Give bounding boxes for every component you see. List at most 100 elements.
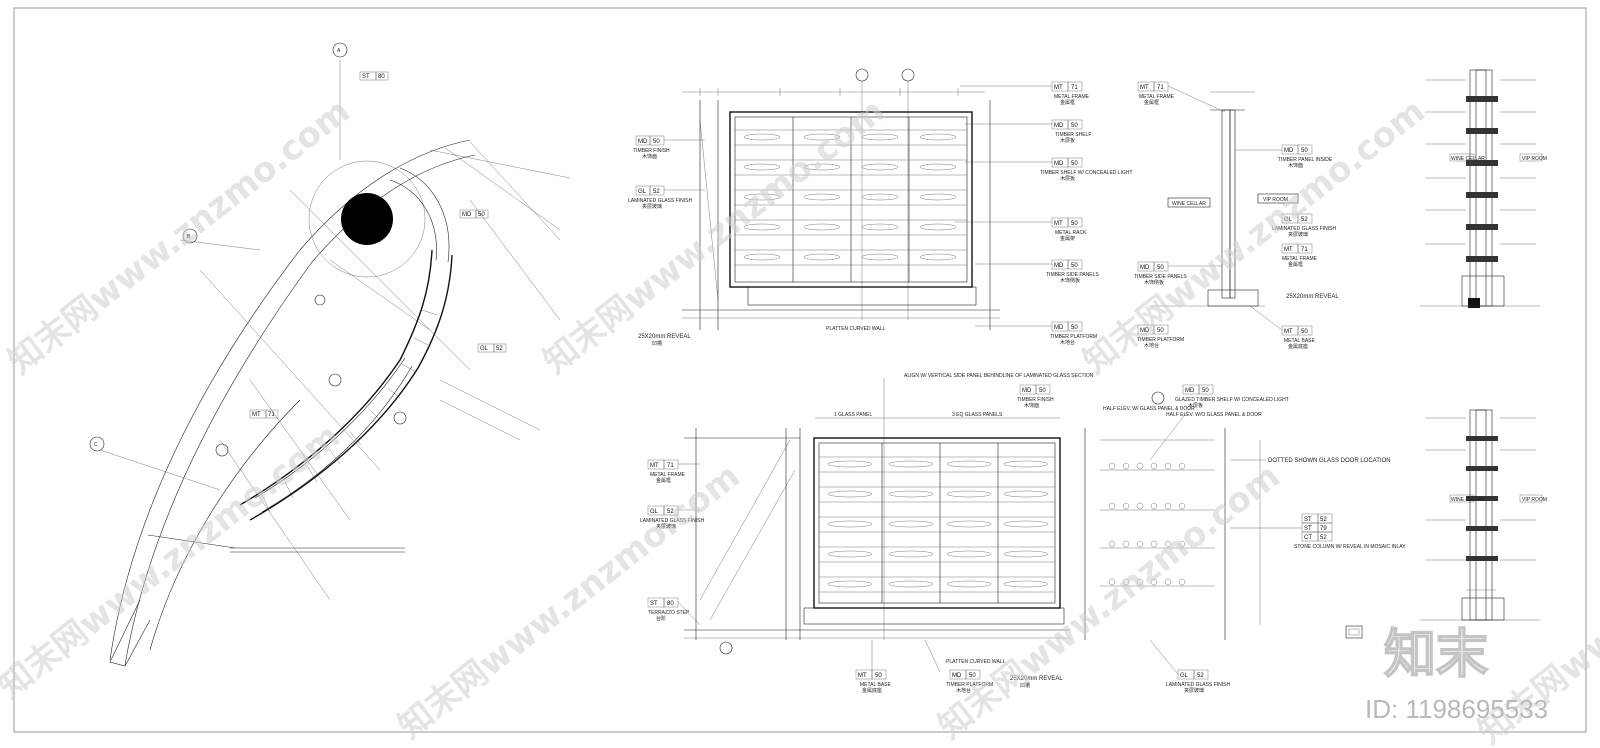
tag-label-cn: 木地台: [956, 687, 971, 694]
svg-text:C: C: [94, 442, 98, 448]
tag-num: 52: [1197, 673, 1204, 679]
tag-code: ST: [1304, 517, 1312, 523]
svg-text:A: A: [337, 48, 341, 54]
tag-num: 50: [1157, 328, 1164, 334]
reveal-label: 25X20mm REVEAL: [638, 334, 691, 340]
tag-label: TERRAZZO STEP: [648, 610, 690, 616]
tag-label: TIMBER SHELF W/ CONCEALED LIGHT: [1040, 170, 1133, 176]
watermark-text: 知末网www.znzmo.com: [391, 456, 748, 747]
tag-label: LAMINATED GLASS FINISH: [640, 518, 704, 524]
tag-label: TIMBER SHELF: [1055, 132, 1091, 138]
tag-num: 50: [1301, 329, 1308, 335]
tag-num: 50: [1157, 265, 1164, 271]
tag-label-cn: 金属框: [1060, 99, 1075, 106]
tag-code: MT: [1054, 221, 1063, 227]
tag-num: 50: [1202, 388, 1209, 394]
plan-tag-num: 50: [478, 212, 485, 218]
reveal-label-cn: 凹槽: [1020, 682, 1030, 689]
tag-code: MT: [1054, 85, 1063, 91]
tag-label: METAL FRAME: [650, 472, 686, 478]
tag-label-cn: 金属框: [1144, 99, 1159, 106]
tag-code: MD: [1140, 328, 1150, 334]
tag-code: ST: [650, 601, 658, 607]
tag-code: MD: [1054, 161, 1064, 167]
tag-label-cn: 木饰面: [1288, 162, 1303, 169]
stone-note: STONE COLUMN W/ REVEAL IN MOSAIC INLAY: [1294, 544, 1406, 550]
tag-label: METAL RACK: [1055, 230, 1087, 236]
room-label: VIP ROOM: [1522, 497, 1547, 503]
tag-num: 52: [653, 189, 660, 195]
plan-tag-code: GL: [480, 346, 489, 352]
tag-label: TIMBER PANEL INSIDE: [1278, 157, 1333, 163]
tag-label-cn: 金属框: [1288, 261, 1303, 268]
plan-tag-num: 71: [268, 412, 275, 418]
tag-code: GL: [1284, 217, 1293, 223]
tag-label-cn: 金属底座: [1288, 343, 1308, 350]
watermark-text: 知末网www.znzmo.com: [931, 456, 1288, 747]
tag-num: 50: [1039, 388, 1046, 394]
tag-label-cn: 金属底座: [862, 687, 882, 694]
section-top: WINE CELLAR VIP ROOM MT 71 METAL FRAME 金…: [1134, 81, 1339, 350]
watermark-text: 知末网www.znzmo.com: [1076, 91, 1433, 382]
tag-label-cn: 木地台: [1060, 339, 1075, 346]
tag-num: 50: [1071, 263, 1078, 269]
tag-num: 71: [1071, 85, 1078, 91]
tag-num: 50: [1071, 325, 1078, 331]
tag-label-cn: 木饰面: [1024, 402, 1039, 409]
tag-num: 50: [1071, 161, 1078, 167]
tag-label: METAL FRAME: [1139, 94, 1175, 100]
elev-top-right-tags: MT 71 METAL FRAME 金属框 MD 50 TIMBER SHELF…: [955, 81, 1133, 346]
tag-label-cn: 金属框: [656, 477, 671, 484]
tag-label-cn: 夹层玻璃: [642, 203, 662, 210]
tag-label: TIMBER PLATFORM: [1137, 337, 1184, 343]
watermark-text: 知末网www.znzmo.com: [1, 91, 358, 382]
tag-label-cn: 木饰面: [642, 153, 657, 160]
tag-code: MT: [858, 673, 867, 679]
bottom-label: PLATTEN CURVED WALL: [826, 326, 886, 332]
room-box: [1257, 193, 1299, 204]
panel-label: 3 EQ GLASS PANELS: [952, 412, 1003, 418]
tag-num: 50: [1071, 123, 1078, 129]
plan-tag-num: 52: [496, 346, 503, 352]
tag-num: 50: [875, 673, 882, 679]
tag-num: 50: [969, 673, 976, 679]
tag-label: LAMINATED GLASS FINISH: [1166, 682, 1230, 688]
sheet-border: [13, 7, 1587, 733]
image-id-label: ID: 1198695533: [1365, 694, 1548, 724]
tag-code: CT: [1304, 535, 1312, 541]
svg-text:B: B: [187, 234, 191, 240]
room-label: WINE CELLAR: [1172, 201, 1206, 207]
watermark-text: 知末网www.znzmo.com: [0, 416, 348, 707]
tag-code: GL: [638, 189, 647, 195]
tag-label-cn: 木层板: [1060, 137, 1075, 144]
align-note: ALIGN W/ VERTICAL SIDE PANEL BEHINDLINE …: [904, 373, 1094, 379]
tag-label-cn: 木饰侧板: [1144, 279, 1164, 286]
half-elev-label: HALF ELEV. W/ GLASS PANEL & DOOR: [1103, 406, 1195, 412]
reveal-label-cn: 凹槽: [652, 340, 662, 347]
door-note: DOTTED SHOWN GLASS DOOR LOCATION: [1268, 458, 1391, 464]
tag-label-cn: 台阶: [656, 615, 666, 622]
tag-num: 52: [1301, 217, 1308, 223]
tag-code: MD: [1054, 263, 1064, 269]
tag-code: MT: [1284, 247, 1293, 253]
elevation-bottom: ALIGN W/ VERTICAL SIDE PANEL BEHINDLINE …: [640, 373, 1406, 694]
tag-code: MT: [1140, 85, 1149, 91]
tag-label: METAL FRAME: [1282, 256, 1318, 262]
tag-label: TIMBER SIDE PANELS: [1046, 272, 1099, 278]
tag-code: GL: [650, 509, 659, 515]
tag-code: MD: [638, 139, 648, 145]
tag-num: 52: [667, 509, 674, 515]
plan-tag-code: MD: [462, 212, 472, 218]
tag-label: TIMBER SIDE PANELS: [1134, 274, 1187, 280]
tag-num: 80: [667, 601, 674, 607]
tag-code: MD: [1140, 265, 1150, 271]
floor-plan: A B C MD 50 GL 52 MT 71 ST 80: [89, 42, 571, 667]
tag-label: LAMINATED GLASS FINISH: [1272, 226, 1336, 232]
tag-label: TIMBER PLATFORM: [946, 682, 993, 688]
watermark-layer: 知末网www.znzmo.com 知末网www.znzmo.com 知末网www…: [0, 91, 1600, 748]
tag-label-cn: 金属架: [1060, 235, 1075, 242]
tag-num: 52: [1320, 517, 1327, 523]
tag-num: 71: [1301, 247, 1308, 253]
tag-label-cn: 夹层玻璃: [1184, 687, 1204, 694]
